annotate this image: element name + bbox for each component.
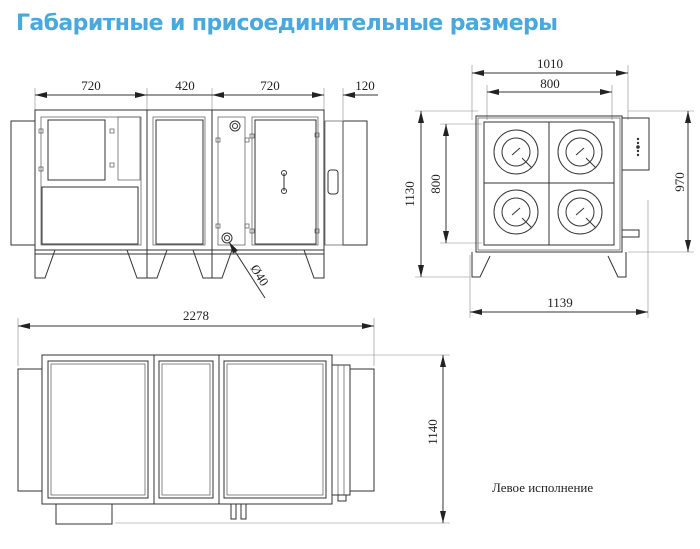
- dim-section2: 420: [175, 78, 195, 93]
- dim-inner-width: 800: [540, 76, 560, 91]
- drain-port: [221, 232, 233, 244]
- dim-total-width: 1139: [547, 295, 573, 310]
- fan-icon: [493, 189, 539, 235]
- fan-icon: [557, 129, 603, 175]
- dim-section1: 720: [81, 78, 101, 93]
- left-execution-note: Левое исполнение: [492, 480, 594, 495]
- dim-inner-height: 800: [428, 174, 443, 194]
- fan-icon: [493, 129, 539, 175]
- page-title: Габаритные и присоединительные размеры: [16, 11, 558, 36]
- dim-total-length: 2278: [183, 308, 209, 323]
- dim-outer-width: 1010: [537, 56, 563, 71]
- fan-icon: [557, 189, 603, 235]
- top-view: 2278 1140: [17, 308, 450, 525]
- drain-diameter-label: Ø40: [247, 262, 272, 289]
- dim-body-height: 970: [672, 172, 687, 192]
- front-view: 720 420 720 120: [10, 78, 378, 299]
- dim-total-height: 1130: [402, 181, 417, 207]
- dim-section3: 720: [260, 78, 280, 93]
- dim-total-depth: 1140: [425, 419, 440, 445]
- dim-section4: 120: [355, 78, 375, 93]
- side-view: 1010 800 1130 800 970 1139: [402, 56, 694, 318]
